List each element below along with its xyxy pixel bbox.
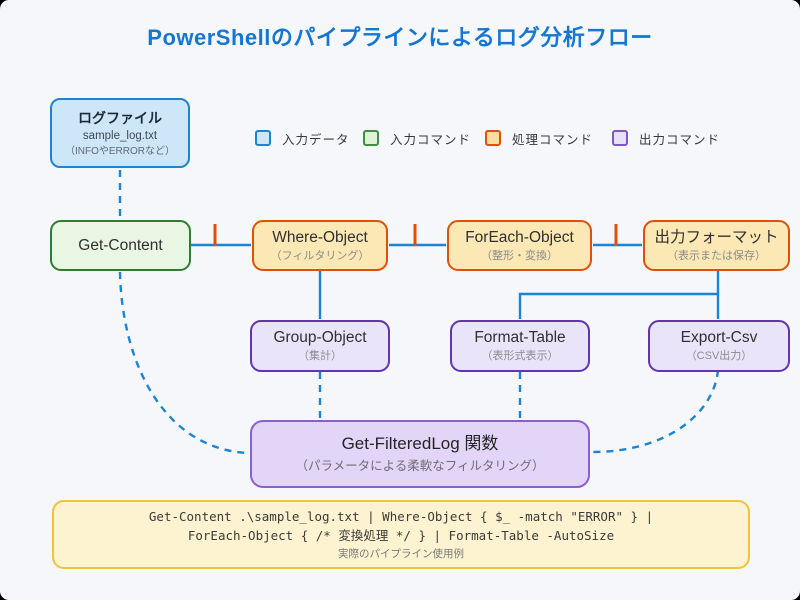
node-log-file: ログファイル sample_log.txt （INFOやERRORなど） [50,98,190,168]
legend-item-process-command: 処理コマンド [485,129,593,147]
edge-getcontent-to-function-curve [118,271,249,455]
node-output-format: 出力フォーマット （表示または保存） [643,220,790,271]
legend-label: 入力データ [282,132,350,147]
legend-swatch-input-command [363,130,379,146]
node-label: 出力フォーマット [654,228,779,246]
node-sublabel: （フィルタリング） [270,249,370,262]
legend-item-input-command: 入力コマンド [363,129,471,147]
example-code-line-1: Get-Content .\sample_log.txt | Where-Obj… [148,509,654,524]
node-group-object: Group-Object （集計） [250,320,390,372]
node-label: Group-Object [273,329,367,346]
node-label: Where-Object [272,228,368,246]
node-label: Get-Content [78,237,163,254]
function-subtitle: （パラメータによる柔軟なフィルタリング） [295,459,545,473]
legend-item-output-command: 出力コマンド [612,129,720,147]
node-label: Format-Table [474,329,566,346]
node-format-table: Format-Table （表形式表示） [450,320,590,372]
diagram-title: PowerShellのパイプラインによるログ分析フロー [147,25,653,50]
node-get-content: Get-Content [50,220,191,271]
node-foreach-object: ForEach-Object （整形・変換） [447,220,592,271]
pipeline-example-box: Get-Content .\sample_log.txt | Where-Obj… [52,500,750,569]
node-sublabel: （整形・変換） [481,249,558,262]
legend-swatch-input-data [255,130,271,146]
log-file-note: （INFOやERRORなど） [65,145,175,157]
example-caption: 実際のパイプライン使用例 [338,548,464,560]
edge-exportcsv-to-function-curve [591,369,720,454]
legend-swatch-output-command [612,130,628,146]
node-sublabel: （表示または保存） [667,249,766,262]
legend-label: 入力コマンド [390,132,472,147]
node-get-filteredlog-function: Get-FilteredLog 関数 （パラメータによる柔軟なフィルタリング） [250,420,590,488]
legend-label: 処理コマンド [512,132,594,147]
node-where-object: Where-Object （フィルタリング） [252,220,388,271]
node-export-csv: Export-Csv （CSV出力） [648,320,790,372]
function-title: Get-FilteredLog 関数 [341,434,499,453]
legend-swatch-process-command [485,130,501,146]
log-file-filename: sample_log.txt [82,129,158,142]
legend-label: 出力コマンド [639,132,721,147]
log-file-title: ログファイル [78,109,162,126]
node-label: Export-Csv [680,329,758,346]
example-code-line-2: ForEach-Object { /* 変換処理 */ } | Format-T… [187,528,615,543]
node-sublabel: （集計） [298,350,342,362]
node-sublabel: （CSV出力） [685,350,753,362]
legend-item-input-data: 入力データ [255,129,350,147]
edge-outputformat-to-formattable [518,292,718,319]
node-label: ForEach-Object [465,228,574,246]
node-sublabel: （表形式表示） [481,350,559,362]
